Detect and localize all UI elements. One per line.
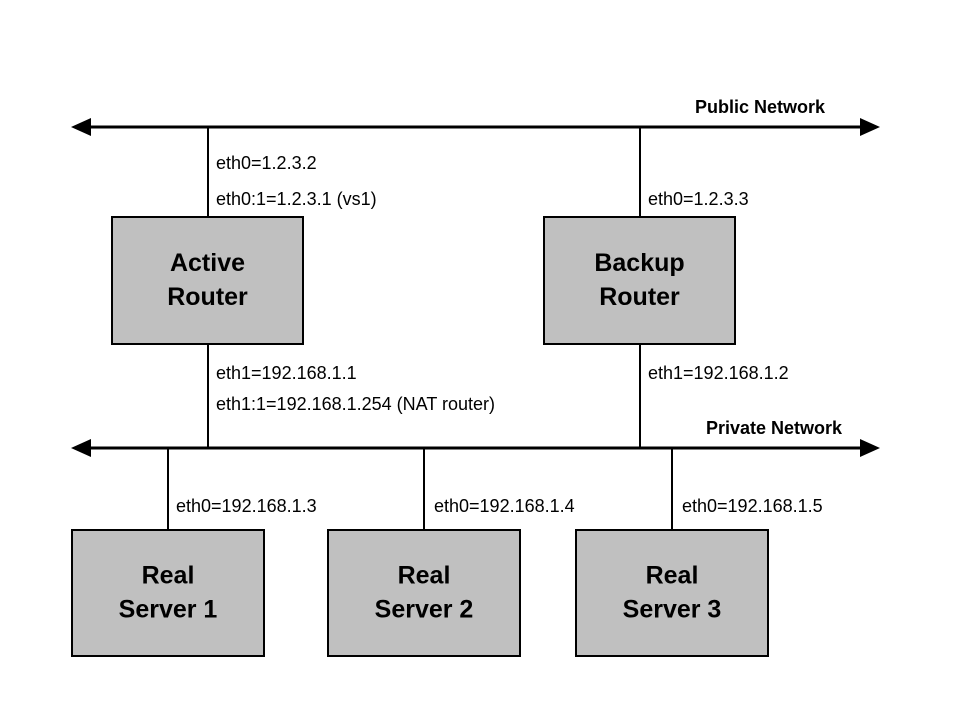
backup-router-label-line1: Backup (594, 249, 684, 277)
private-network-bus (71, 439, 880, 457)
real-server-3-eth0-label: eth0=192.168.1.5 (682, 496, 823, 516)
active-router-label-line1: Active (170, 249, 245, 277)
real-server-1-eth0-label: eth0=192.168.1.3 (176, 496, 317, 516)
active-eth0-1-label: eth0:1=1.2.3.1 (vs1) (216, 189, 377, 209)
real-server-1-label-line2: Server 1 (119, 596, 218, 624)
active-eth1-label: eth1=192.168.1.1 (216, 363, 357, 383)
real-server-2-label-line2: Server 2 (375, 596, 474, 624)
public-network-title: Public Network (695, 97, 826, 117)
active-router-label-line2: Router (167, 283, 248, 311)
private-network-right-arrow-icon (860, 439, 880, 457)
real-server-1-box[interactable] (71, 529, 265, 657)
public-network-left-arrow-icon (71, 118, 91, 136)
backup-eth0-label: eth0=1.2.3.3 (648, 189, 749, 209)
public-network-bus (71, 118, 880, 136)
real-server-3-label-line1: Real (646, 562, 699, 590)
real-server-3-box[interactable] (575, 529, 769, 657)
real-server-2-box[interactable] (327, 529, 521, 657)
backup-eth1-label: eth1=192.168.1.2 (648, 363, 789, 383)
public-network-right-arrow-icon (860, 118, 880, 136)
private-network-title: Private Network (706, 418, 843, 438)
real-server-2-label-line1: Real (398, 562, 451, 590)
real-server-3-label-line2: Server 3 (623, 596, 722, 624)
active-eth0-label: eth0=1.2.3.2 (216, 153, 317, 173)
active-eth1-1-label: eth1:1=192.168.1.254 (NAT router) (216, 394, 495, 414)
network-bus-group (71, 118, 880, 457)
backup-router-label-line2: Router (599, 283, 680, 311)
real-server-2-eth0-label: eth0=192.168.1.4 (434, 496, 575, 516)
private-network-left-arrow-icon (71, 439, 91, 457)
interface-label-group: eth0=1.2.3.2 eth0:1=1.2.3.1 (vs1) eth0=1.2… (176, 153, 823, 516)
real-server-1-label-line1: Real (142, 562, 195, 590)
connector-line-group (167, 127, 673, 530)
backup-router-box[interactable] (543, 216, 736, 345)
active-router-box[interactable] (111, 216, 304, 345)
